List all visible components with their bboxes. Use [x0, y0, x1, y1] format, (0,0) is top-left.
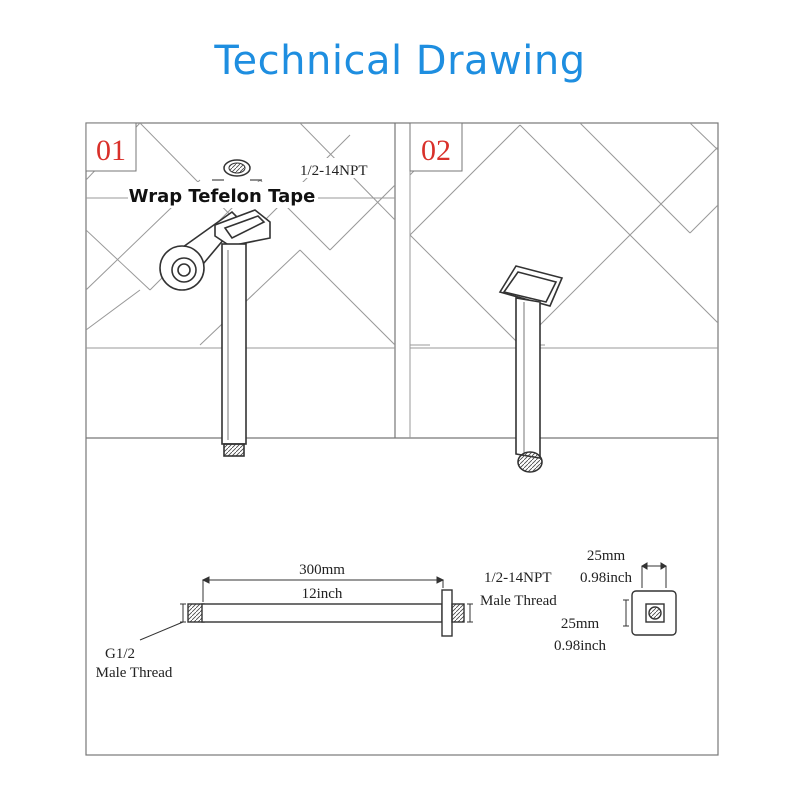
height-mm: 25mm — [561, 616, 600, 632]
panel1-tape-label: Wrap Tefelon Tape — [129, 186, 316, 207]
wall-outlet-icon — [223, 159, 251, 177]
panel1-shower-arm — [214, 209, 271, 457]
panel2-number: 02 — [421, 134, 451, 167]
side-view-arm — [187, 589, 465, 637]
panel1-number-box — [85, 122, 137, 172]
length-mm: 300mm — [299, 562, 345, 578]
top-thread-type: Male Thread — [480, 593, 557, 609]
bottom-thread-type: Male Thread — [96, 665, 173, 681]
width-inch: 0.98inch — [580, 570, 633, 586]
length-inch: 12inch — [302, 586, 343, 602]
width-mm: 25mm — [587, 548, 626, 564]
page-title: Technical Drawing — [214, 38, 586, 84]
panel2-number-box — [409, 122, 463, 172]
top-thread-label: 1/2-14NPT — [484, 570, 552, 586]
outer-frame — [85, 122, 719, 756]
panel1-number: 01 — [96, 134, 126, 167]
panel2-shower-arm — [498, 265, 564, 473]
panel1-thread-label: 1/2-14NPT — [300, 163, 368, 179]
end-view-square — [631, 590, 677, 636]
bottom-thread-label: G1/2 — [105, 646, 135, 662]
height-inch: 0.98inch — [554, 638, 607, 654]
